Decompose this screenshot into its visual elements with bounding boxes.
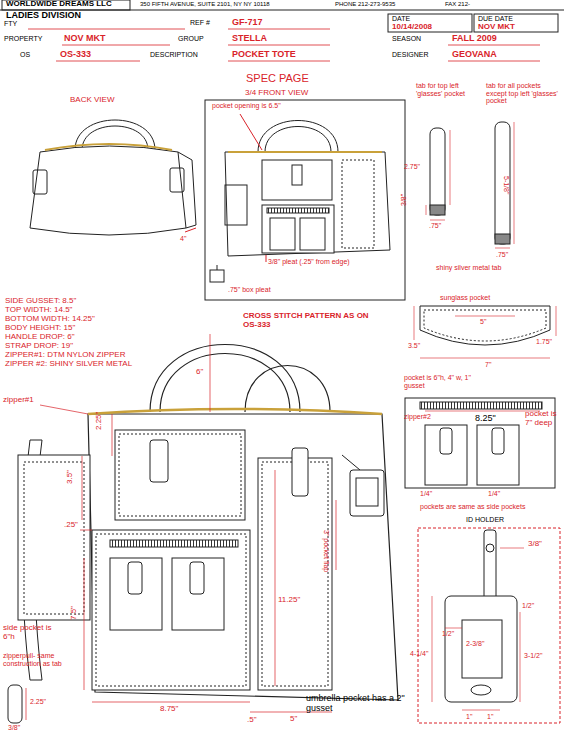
spec-label: pocket opening is 6.5" [212,102,282,110]
spec-label: 5" [480,318,486,326]
spec-label: SEASON [392,35,421,43]
spec-label: GF-717 [232,18,263,28]
spec-label: BACK VIEW [70,96,114,105]
spec-label: 1/4" [420,490,432,498]
spec-label: 3.5" [408,342,420,350]
spec-label: 2.75" [404,163,420,171]
spec-label: NOV MKT [64,34,106,44]
spec-label: 3/4 FRONT VIEW [245,89,308,98]
spec-label: 3.5" [66,470,75,484]
spec-label: DUE DATE [478,15,513,23]
spec-label: OS-333 [60,50,91,60]
spec-label: 5" [290,715,297,724]
spec-label: .75" [496,251,508,259]
spec-label: 8.75" [160,705,178,714]
spec-label: GROUP [178,35,204,43]
spec-label: 8.25" [475,414,496,424]
spec-label: FTY [4,20,17,28]
spec-label: .75" [429,222,441,230]
spec-label: tab for top left 'glasses' pocket [416,82,476,97]
spec-label: 4-1/4" [410,650,428,658]
spec-label: 2.25" [95,412,104,430]
spec-label: PROPERTY [4,35,42,43]
spec-label: 3/8" pleat (.25" from edge) [268,258,350,266]
spec-label: zipper#1 [3,396,34,405]
spec-label: ID HOLDER [466,516,504,524]
spec-label: 1" [487,713,493,721]
spec-label: 7.5" [70,606,79,620]
spec-label: 4" [180,235,186,243]
spec-label: LADIES DIVISION [6,11,81,21]
spec-label: WORLDWIDE DREAMS LLC [6,0,112,9]
spec-label: 3/8" [528,540,542,549]
spec-label: 2.25" [30,698,46,706]
spec-label: zipperpull- same construction as tab [3,652,65,667]
spec-label: 1/4" [488,490,500,498]
spec-label: DATE [392,15,410,23]
spec-label: ZIPPER#1: DTM NYLON ZIPPER [5,351,125,360]
spec-label: zipper#2 [404,413,431,421]
spec-label: sunglass pocket [440,294,490,302]
spec-label: 6" [196,368,203,377]
spec-label: 3" pocket flap [322,530,330,572]
spec-label: POCKET TOTE [232,50,296,60]
spec-label: STELLA [232,34,267,44]
spec-label: DESIGNER [392,51,429,59]
spec-label: .5" [247,716,257,725]
spec-label: SIDE GUSSET: 8.5" [5,297,76,306]
spec-label: pockets are same as side pockets [420,503,525,511]
spec-label: ZIPPER #2: SHINY SILVER METAL [5,360,132,369]
spec-label: shiny silver metal tab [436,264,501,272]
spec-label: 3-1/2" [524,652,542,660]
spec-label: tab for all pockets except top left 'gla… [486,82,558,105]
spec-label: 1/2" [522,602,534,610]
spec-label: BOTTOM WIDTH: 14.25" [5,315,95,324]
spec-label: 7" [485,361,491,369]
spec-label: 3/8" [400,194,408,206]
spec-label: CROSS STITCH PATTERN AS ON OS-333 [243,312,373,330]
spec-label: 1.75" [536,338,552,346]
spec-label: pocket is 7" deep [525,410,561,428]
spec-label: side pocket is 6"h [3,624,58,642]
spec-label: REF # [190,19,210,27]
spec-label: 1/2" [442,630,454,638]
spec-label: NOV MKT [478,23,515,32]
spec-label: 11.25" [278,596,300,605]
spec-label: GEOVANA [452,50,497,60]
spec-label: .25" [64,521,78,530]
spec-label: 5-1/8" [502,176,510,194]
spec-label: BODY HEIGHT: 15" [5,324,75,333]
spec-label: OS [20,51,30,59]
spec-label: umbrella pocket has a 2" gusset [306,694,411,714]
spec-label: 3/8" [8,724,20,732]
spec-label: pocket is 6"h, 4" w, 1" gusset [404,374,482,389]
spec-label: .75" box pleat [228,286,271,294]
spec-label: FALL 2009 [452,34,497,44]
spec-label: PHONE 212-273-9535 [335,1,395,8]
spec-label: HANDLE DROP: 6" [5,333,75,342]
spec-label: 350 FIFTH AVENUE, SUITE 2101, NY NY 1011… [140,1,270,8]
spec-label: DESCRIPTION [150,51,198,59]
spec-label: FAX 212- [445,1,470,8]
spec-label: 2-3/8" [466,640,484,648]
page-title: SPEC PAGE [246,72,309,84]
spec-label: TOP WIDTH: 14.5" [5,306,72,315]
spec-label: 1" [466,713,472,721]
spec-label: 10/14/2008 [392,23,432,32]
spec-label: STRAP DROP: 19" [5,342,73,351]
